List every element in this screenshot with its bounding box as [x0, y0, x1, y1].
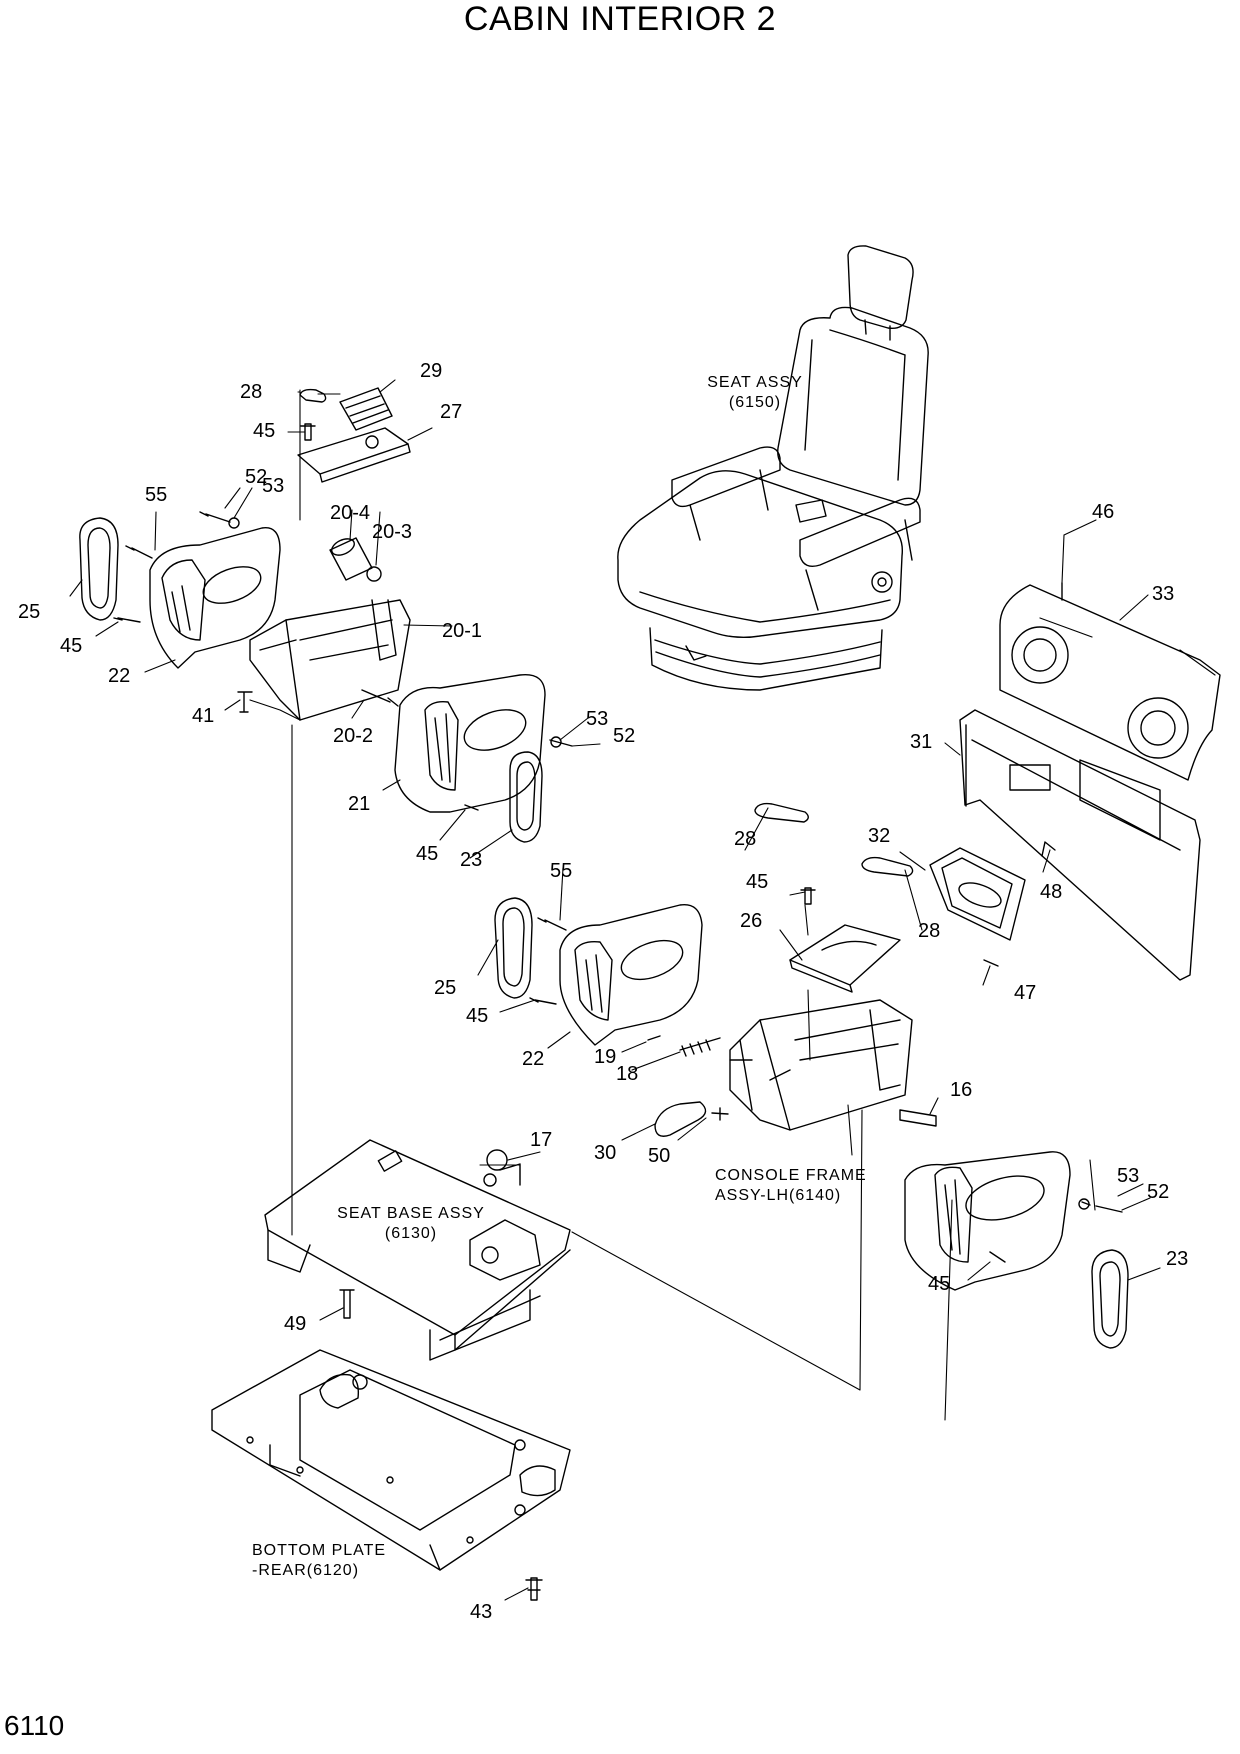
callout-23: 23: [460, 849, 482, 871]
callout-20-4: 20-4: [330, 502, 370, 524]
page-title: CABIN INTERIOR 2: [463, 0, 777, 38]
callout-55: 55: [145, 484, 167, 506]
callout-32: 32: [868, 825, 890, 847]
callout-45: 45: [746, 871, 768, 893]
callout-20-1: 20-1: [442, 620, 482, 642]
callout-28: 28: [240, 381, 262, 403]
callout-45: 45: [253, 420, 275, 442]
callout-31: 31: [910, 731, 932, 753]
callout-45: 45: [60, 635, 82, 657]
callout-18: 18: [616, 1063, 638, 1085]
callout-29: 29: [420, 360, 442, 382]
callout-48: 48: [1040, 881, 1062, 903]
callout-21: 21: [348, 793, 370, 815]
callout-52: 52: [245, 466, 267, 488]
callout-30: 30: [594, 1142, 616, 1164]
callout-17: 17: [530, 1129, 552, 1151]
callout-45: 45: [416, 843, 438, 865]
callout-numbers: 2829452752535520-420-3254520-1224120-253…: [18, 360, 1188, 1623]
bottom-plate-label: BOTTOM PLATE: [252, 1542, 386, 1559]
callout-45: 45: [466, 1005, 488, 1027]
rear-panel-33-drawing: [999, 582, 1221, 781]
callout-55: 55: [550, 860, 572, 882]
callout-41: 41: [192, 705, 214, 727]
callout-46: 46: [1092, 501, 1114, 523]
assembly-labels: SEAT ASSY (6150) SEAT BASE ASSY (6130) C…: [252, 374, 867, 1579]
callout-45: 45: [928, 1273, 950, 1295]
bottom-plate-drawing: [211, 1349, 571, 1601]
callout-25: 25: [18, 601, 40, 623]
callout-53: 53: [262, 475, 284, 497]
callout-50: 50: [648, 1145, 670, 1167]
callout-49: 49: [284, 1313, 306, 1335]
callout-53: 53: [1117, 1165, 1139, 1187]
page-number: 6110: [4, 1710, 65, 1741]
callout-43: 43: [470, 1601, 492, 1623]
callout-26: 26: [740, 910, 762, 932]
callout-20-3: 20-3: [372, 521, 412, 543]
seat-assy-code: (6150): [729, 394, 781, 411]
callout-28: 28: [918, 920, 940, 942]
console-frame-code: ASSY-LH(6140): [715, 1187, 841, 1204]
right-cover-lower-drawing: [904, 1151, 1129, 1349]
left-console-upper-drawing: [79, 387, 411, 721]
console-frame-drawing: [647, 802, 937, 1137]
callout-33: 33: [1152, 583, 1174, 605]
callout-52: 52: [1147, 1181, 1169, 1203]
callout-20-2: 20-2: [333, 725, 373, 747]
callout-52: 52: [613, 725, 635, 747]
seat-base-assembly-drawing: [264, 1139, 571, 1361]
callout-47: 47: [1014, 982, 1036, 1004]
right-cover-21-drawing: [394, 673, 573, 843]
seat-assy-label: SEAT ASSY: [707, 374, 803, 391]
callout-16: 16: [950, 1079, 972, 1101]
panel-31-drawing: [959, 709, 1201, 981]
callout-19: 19: [594, 1046, 616, 1068]
callout-53: 53: [586, 708, 608, 730]
seat-base-assy-label: SEAT BASE ASSY: [337, 1205, 485, 1222]
seat-base-assy-code: (6130): [385, 1225, 437, 1242]
left-cover-lower-drawing: [494, 897, 703, 1046]
callout-23: 23: [1166, 1248, 1188, 1270]
leader-lines: [69, 379, 1216, 1601]
seat-assembly-drawing: [617, 245, 929, 691]
panel-32-drawing: [929, 841, 1056, 967]
console-frame-label: CONSOLE FRAME: [715, 1167, 867, 1184]
callout-27: 27: [440, 401, 462, 423]
callout-22: 22: [522, 1048, 544, 1070]
callout-22: 22: [108, 665, 130, 687]
bottom-plate-code: -REAR(6120): [252, 1562, 359, 1579]
callout-25: 25: [434, 977, 456, 999]
callout-28: 28: [734, 828, 756, 850]
